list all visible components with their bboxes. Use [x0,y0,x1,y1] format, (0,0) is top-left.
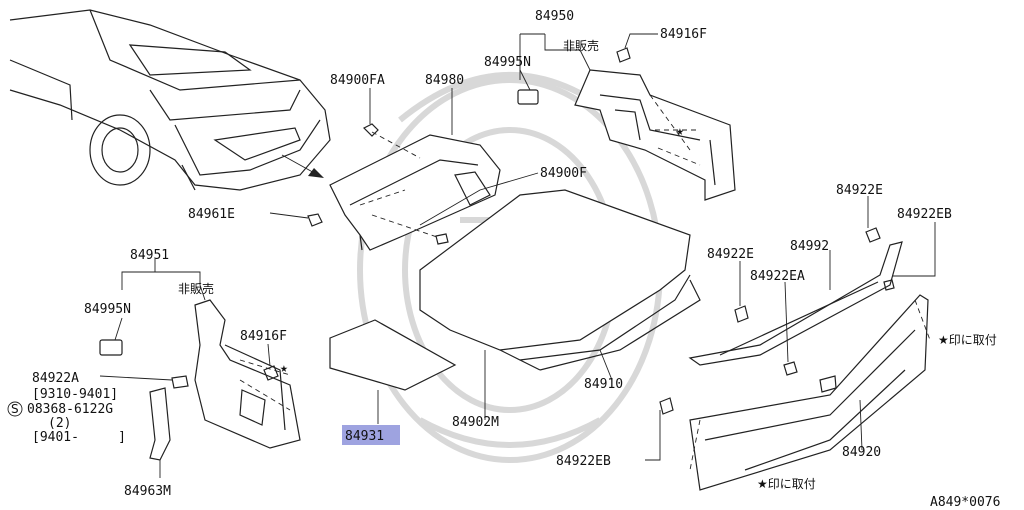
label-84920: 84920 [842,445,881,460]
label-84900f: 84900F [540,166,587,181]
label-84902m: 84902M [452,415,499,430]
part-84920-finisher [689,294,929,491]
label-84995n-left: 84995N [84,302,131,317]
label-84922e-mid: 84922E [707,247,754,262]
highlight-84931 [342,425,400,445]
clip-84900f [435,233,449,245]
label-84910: 84910 [584,377,623,392]
part-84950-side-trim [574,69,736,201]
star-top: ★ [676,124,684,139]
label-not-for-sale-top: 非販売 [563,38,599,53]
leader-lines [99,33,936,478]
label-84922e-right: 84922E [836,183,883,198]
label-84963m: 84963M [124,484,171,499]
part-84980-trim [329,134,501,251]
cap-84995n-left [99,339,123,356]
clip-84916f-top [616,47,631,63]
clip-84900fa [362,123,379,137]
part-84951-side-trim [194,299,301,449]
label-attach-note-bottom: ★印に取付 [757,477,816,491]
part-84902m-floor-mat [419,189,701,371]
labels: 84950 84995N 非販売 84916F 84900FA 84980 84… [11,9,1000,510]
label-84950: 84950 [535,9,574,24]
screw-84922a [171,375,189,389]
label-range-9310-9401: [9310-9401] [32,387,118,402]
label-08368-6122g: 08368-6122G [27,402,113,417]
label-qty-2: (2) [48,416,71,431]
label-84995n-top: 84995N [484,55,531,70]
label-84922eb-bottom: 84922EB [556,454,611,469]
bracket-84963m [149,387,171,461]
label-range-9401: [9401- ] [32,430,126,445]
clip-84922ea [783,361,798,376]
clip-84922e-mid [734,305,749,323]
diagram-code: A849*0076 [930,495,1000,510]
car-rear-illustration [9,9,331,191]
label-84980: 84980 [425,73,464,88]
label-84922a: 84922A [32,371,79,386]
screw-symbol-circle [7,401,23,417]
star-left: ★ [280,361,288,376]
clip-84922eb-right [883,279,895,291]
label-not-for-sale-left: 非販売 [178,281,214,296]
label-84992: 84992 [790,239,829,254]
clip-84961e [307,213,323,227]
label-84916f-left: 84916F [240,329,287,344]
part-84931-mat [329,319,457,391]
clip-84916f-left [263,365,279,381]
clip-84922e-right [865,227,881,243]
label-84931: 84931 [345,429,384,444]
label-84951: 84951 [130,248,169,263]
label-84916f-top: 84916F [660,27,707,42]
label-attach-note-right: ★印に取付 [938,333,997,347]
cap-84995n-top [517,89,539,105]
direction-arrowhead [308,168,324,178]
label-84922eb-right: 84922EB [897,207,952,222]
part-84992-sill-plate [688,241,903,366]
label-84961e: 84961E [188,207,235,222]
label-84900fa: 84900FA [330,73,385,88]
label-84922ea: 84922EA [750,269,805,284]
clip-84922eb-bottom [659,397,674,415]
screw-symbol: S [11,402,19,416]
